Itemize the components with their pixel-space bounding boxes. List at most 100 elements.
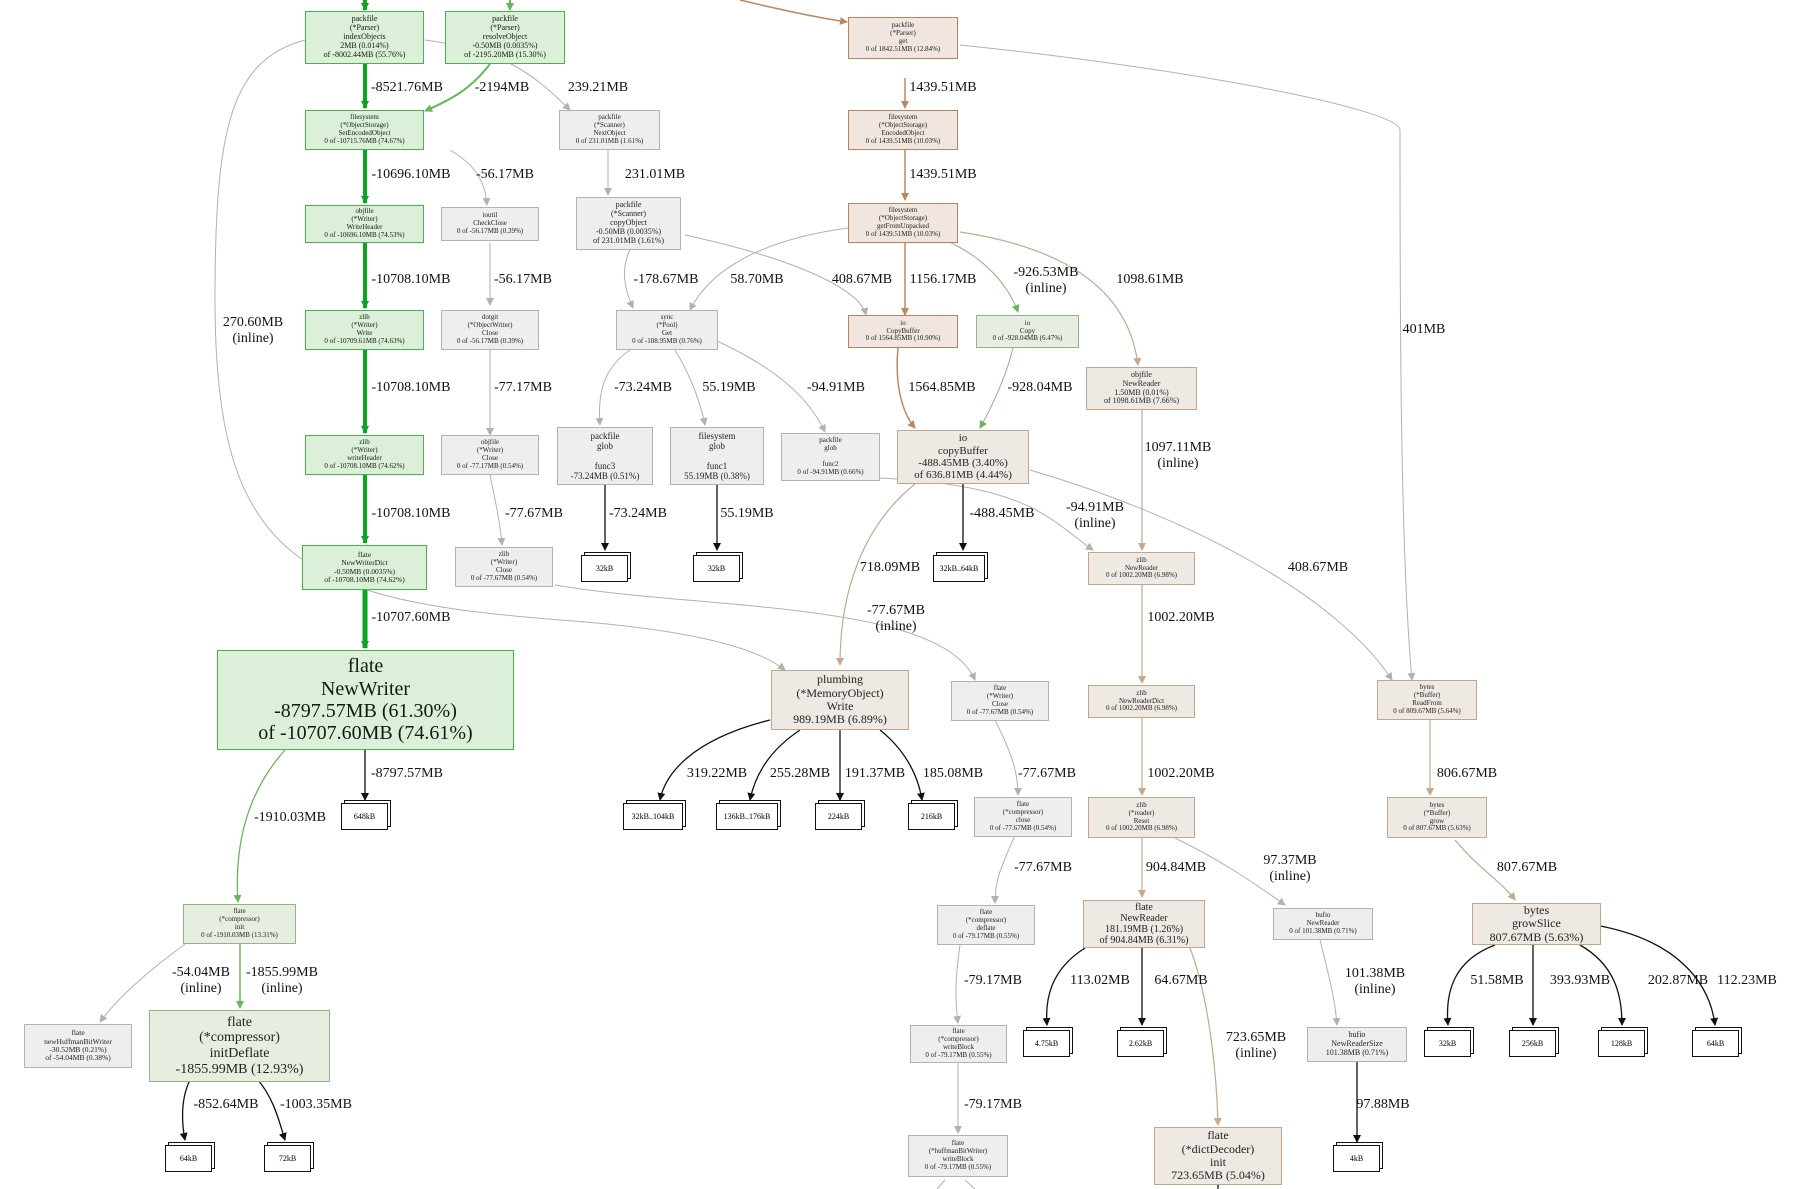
edge [836,483,916,666]
alloc-block[interactable]: 32kB..64kB [933,555,985,582]
edge [1443,944,1496,1026]
node-flate-compressor-initdeflate[interactable]: flate(*compressor)initDeflate-1855.99MB … [149,1010,330,1082]
edge-label: -488.45MB [969,506,1035,521]
edge [179,1079,191,1141]
edge-label: 97.37MB(inline) [1263,853,1317,885]
edge-label: -10708.10MB [371,272,451,287]
alloc-block[interactable]: 64kB [1692,1030,1739,1057]
edge-label: 1098.61MB [1116,272,1184,287]
edge [449,149,491,206]
edge [936,1179,976,1189]
alloc-block[interactable]: 648kB [341,803,388,830]
edge [674,349,708,426]
node-filesystem-setencodedobject[interactable]: filesystem(*ObjectStorage)SetEncodedObje… [305,110,424,150]
alloc-block[interactable]: 4kB [1333,1145,1380,1172]
alloc-block[interactable]: 224kB [815,803,862,830]
edge-label: -94.91MB(inline) [1066,500,1124,532]
edge [959,44,1416,681]
alloc-block[interactable]: 32kB [1424,1030,1471,1057]
edge [689,227,849,311]
edge [623,249,634,309]
edge-label: 58.70MB [730,272,784,287]
alloc-block[interactable]: 32kB..104kB [623,803,683,830]
edge-label: -94.91MB [807,380,865,395]
edge-label: -77.17MB [494,380,552,395]
alloc-block[interactable]: 72kB [264,1145,311,1172]
alloc-block[interactable]: 2.62kB [1117,1030,1164,1057]
alloc-block[interactable]: 256kB [1509,1030,1556,1057]
edge [214,39,786,671]
alloc-block[interactable]: 4.75kB [1023,1030,1070,1057]
edge [424,63,491,112]
node-filesystem-getfromunpacked[interactable]: filesystem(*ObjectStorage)getFromUnpacke… [848,203,958,243]
edge-label: 408.67MB [1287,560,1349,575]
edge-label: 319.22MB [686,766,748,781]
alloc-block[interactable]: 64kB [165,1145,212,1172]
edge-label: -10696.10MB [371,167,451,182]
alloc-block[interactable]: 32kB [581,555,628,582]
edge [684,234,869,316]
edge-label: -10708.10MB [371,380,451,395]
edge-label: 64.67MB [1154,973,1208,988]
alloc-block[interactable]: 136kB..176kB [716,803,778,830]
alloc-block[interactable]: 216kB [908,803,955,830]
edge [99,943,186,1023]
edge-label: 202.87MB [1647,973,1709,988]
edge [1319,939,1341,1026]
edge [1189,947,1222,1126]
edge-label: -8797.57MB [371,766,443,781]
edge [595,349,631,426]
alloc-block[interactable]: 32kB [693,555,740,582]
edge-label: -178.67MB [633,272,699,287]
edge-label: 393.93MB [1549,973,1611,988]
edge [879,729,925,801]
edge-label: 1002.20MB [1147,610,1215,625]
edge-label: -852.64MB [193,1097,259,1112]
edge-label: 1002.20MB [1147,766,1215,781]
edge-label: -77.67MB(inline) [867,603,925,635]
node-packfile-copyobject[interactable]: packfile(*Scanner)copyObject-0.50MB (0.0… [576,197,681,250]
edge [944,239,1020,313]
node-packfile-resolveobject[interactable]: packfile(*Parser)resolveObject-0.50MB (0… [445,11,565,64]
alloc-block[interactable]: 128kB [1598,1030,1645,1057]
